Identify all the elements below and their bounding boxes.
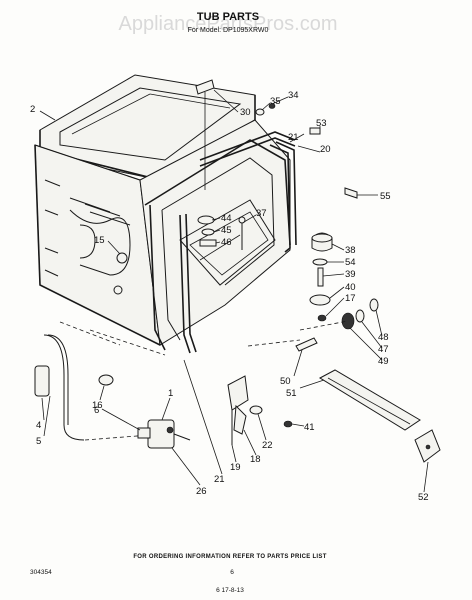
callout-2: 2 <box>30 104 35 115</box>
callout-5: 5 <box>36 436 41 447</box>
callout-37: 37 <box>256 208 267 219</box>
callout-55: 55 <box>380 191 391 202</box>
callout-52: 52 <box>418 492 429 503</box>
leader-lines <box>39 89 429 493</box>
callout-21-top: 21 <box>288 132 299 143</box>
callout-22: 22 <box>262 440 273 451</box>
callout-40: 40 <box>345 282 356 293</box>
callout-20: 20 <box>320 144 331 155</box>
callout-18: 18 <box>250 454 261 465</box>
callout-34: 34 <box>288 90 299 101</box>
document-number: 304354 <box>30 569 52 576</box>
callout-38: 38 <box>345 245 356 256</box>
callout-54: 54 <box>345 257 356 268</box>
callout-4: 4 <box>36 420 41 431</box>
ordering-note: FOR ORDERING INFORMATION REFER TO PARTS … <box>133 554 326 560</box>
callout-44: 44 <box>221 213 232 224</box>
callout-50: 50 <box>280 376 291 387</box>
callout-49: 49 <box>378 356 389 367</box>
callout-53: 53 <box>316 118 327 129</box>
callout-45: 45 <box>221 225 232 236</box>
model-line: For Model: DP1095XRW0 <box>188 27 269 34</box>
callout-16: 16 <box>92 400 103 411</box>
callout-39: 39 <box>345 269 356 280</box>
page-title: TUB PARTS <box>197 11 259 23</box>
small-parts-drawing <box>34 79 441 463</box>
callout-19: 19 <box>230 462 241 473</box>
callout-30: 30 <box>240 107 251 118</box>
callout-21-bottom: 21 <box>214 474 225 485</box>
callout-41: 41 <box>304 422 315 433</box>
callout-6: 6 <box>94 405 99 416</box>
revision-note: 6 17-8-13 <box>216 587 244 594</box>
page-number: 6 <box>230 569 234 576</box>
callout-labels: 2 30 35 34 53 21 20 55 44 45 46 37 38 54… <box>30 90 429 503</box>
callout-17: 17 <box>345 293 356 304</box>
callout-48: 48 <box>378 332 389 343</box>
watermark: AppliancePartsPros.com <box>119 13 338 35</box>
callout-1: 1 <box>168 388 173 399</box>
callout-46: 46 <box>221 237 232 248</box>
callout-15: 15 <box>94 235 105 246</box>
tub-body-drawing <box>34 74 297 354</box>
callout-35: 35 <box>270 96 281 107</box>
callout-51: 51 <box>286 388 297 399</box>
callout-26: 26 <box>196 486 207 497</box>
callout-47: 47 <box>378 344 389 355</box>
